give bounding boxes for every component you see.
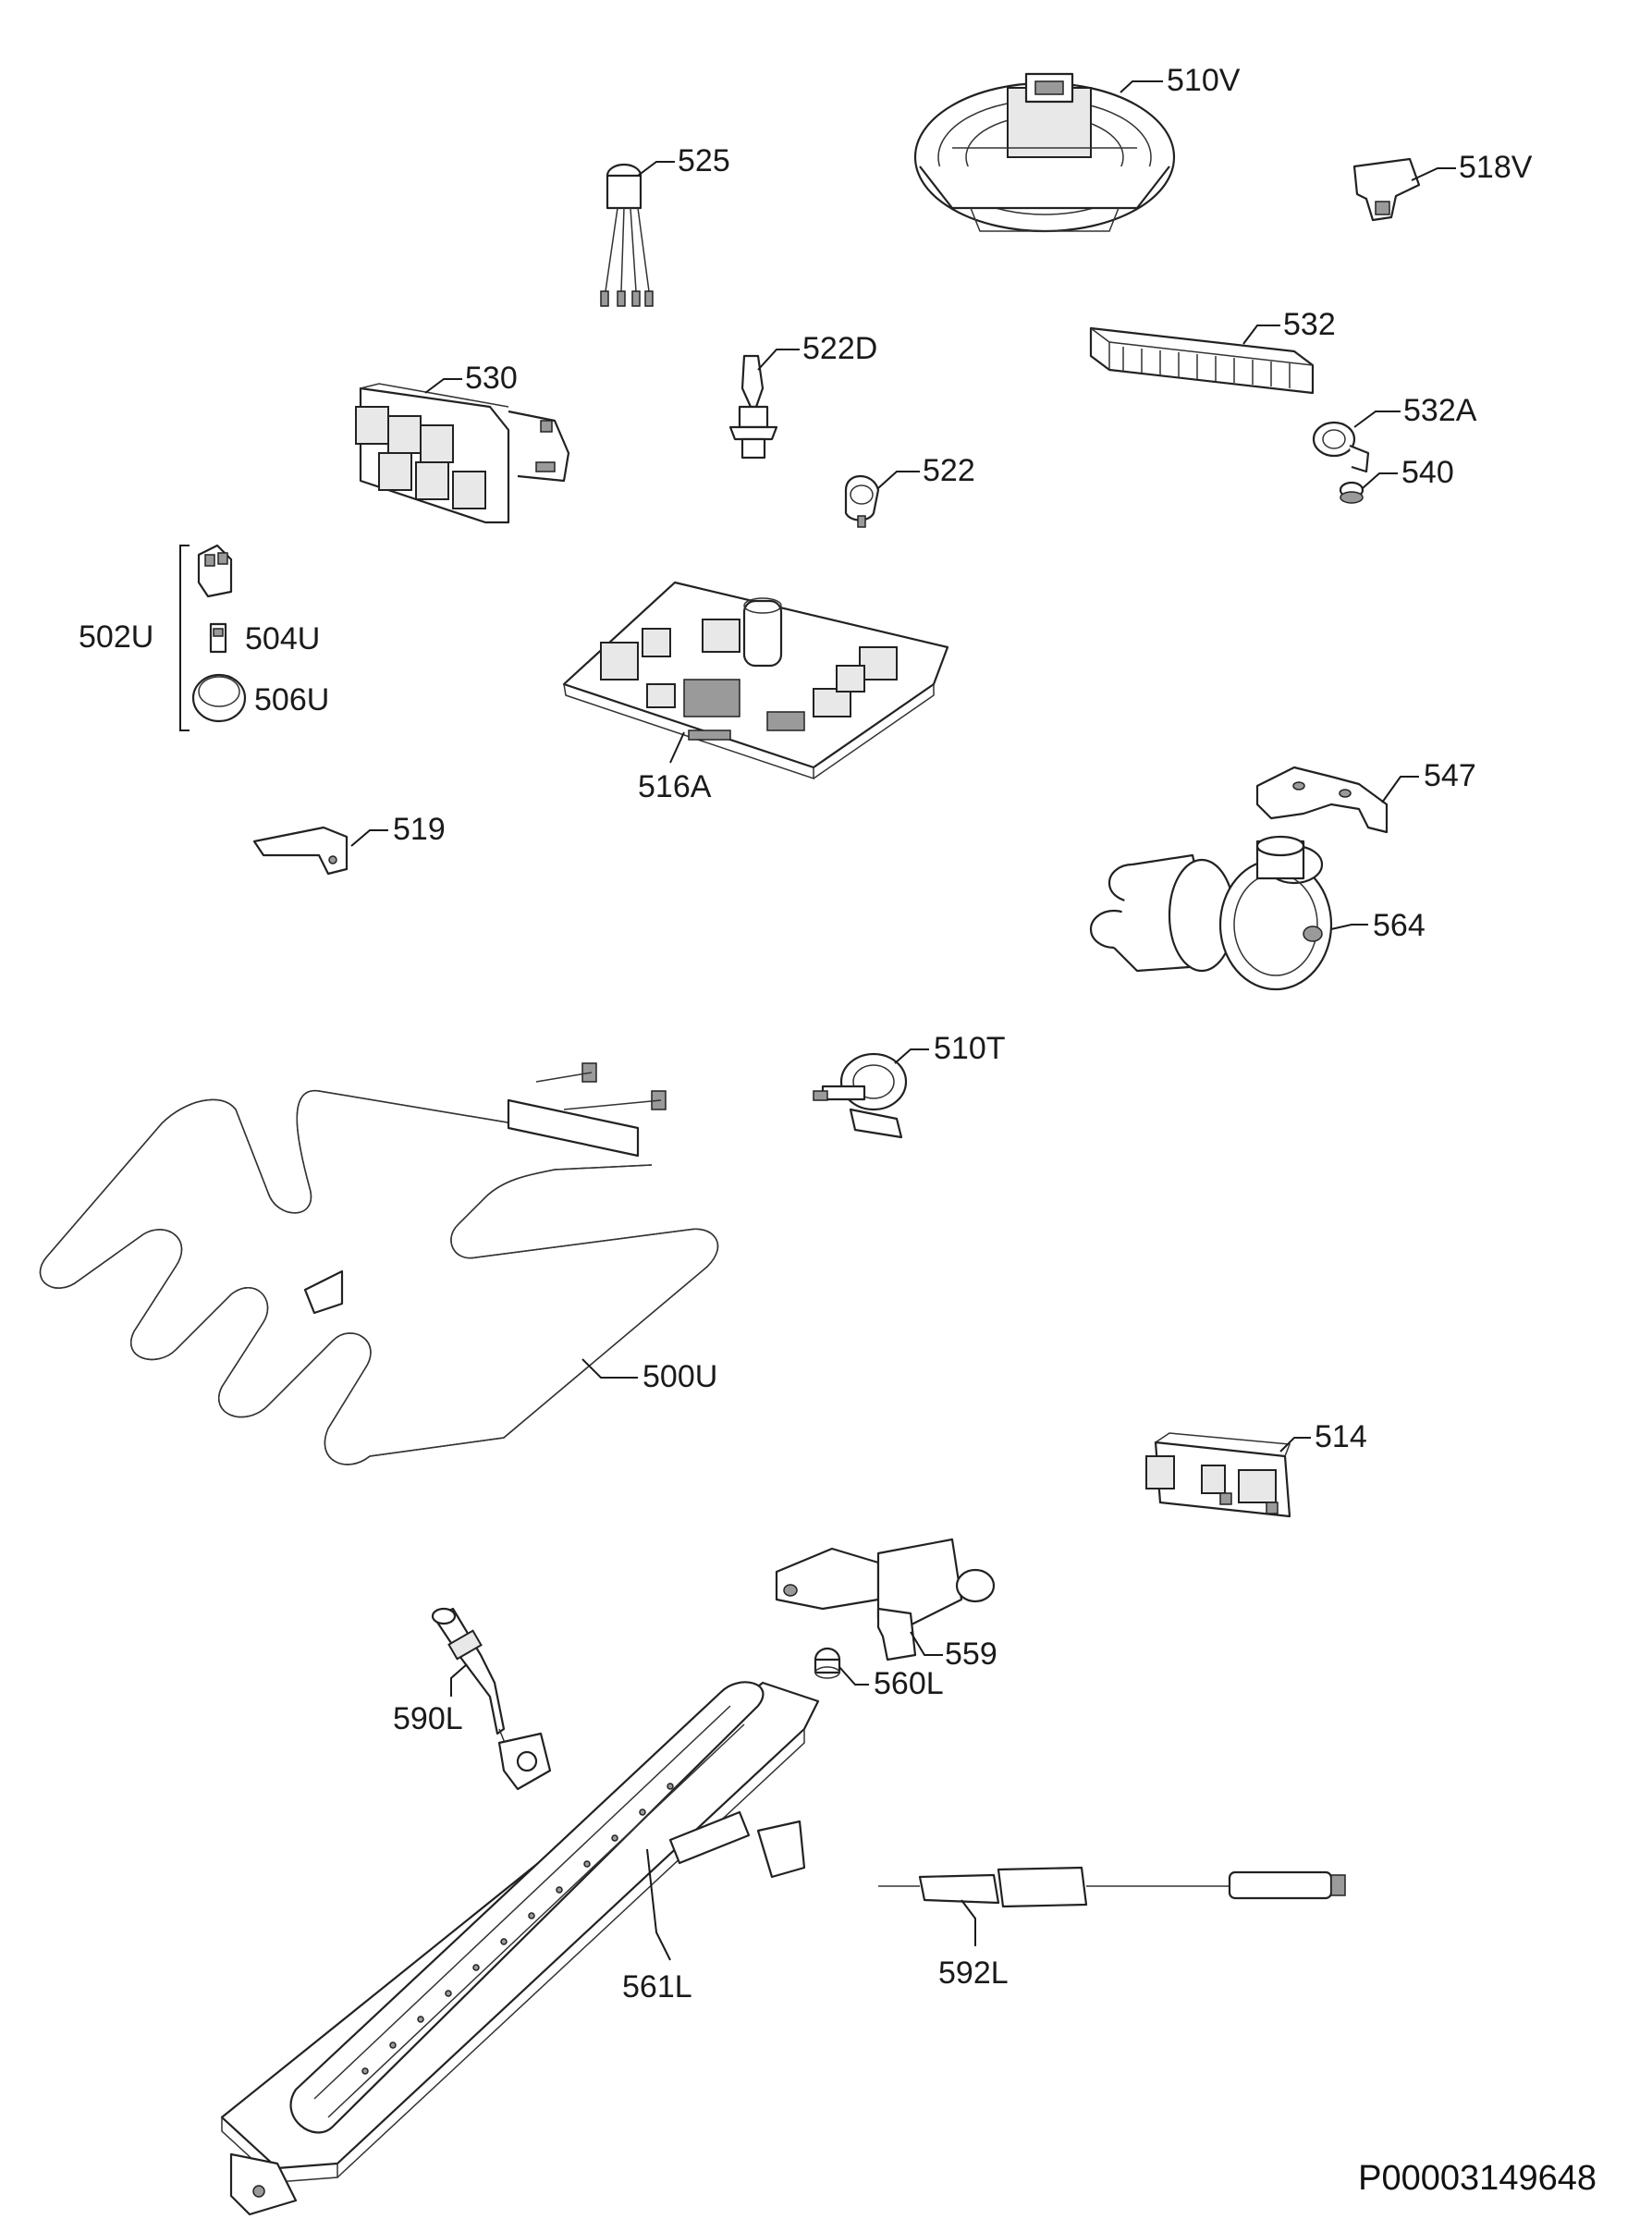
part-514-drawing <box>1145 1432 1291 1518</box>
part-522D-drawing <box>728 354 778 460</box>
label-592L: 592L <box>938 1955 1009 1991</box>
label-504U: 504U <box>245 621 320 656</box>
label-510T: 510T <box>934 1031 1006 1066</box>
part-510T-drawing <box>813 1052 908 1139</box>
part-518V-drawing <box>1352 157 1421 222</box>
part-564-drawing <box>1089 835 1333 991</box>
label-530: 530 <box>465 361 518 396</box>
label-560L: 560L <box>874 1666 944 1701</box>
part-510V-drawing <box>913 72 1176 233</box>
label-510V: 510V <box>1167 63 1241 98</box>
part-561L-drawing <box>220 1681 820 2216</box>
label-519: 519 <box>393 812 446 847</box>
label-547: 547 <box>1424 758 1476 793</box>
part-522-drawing <box>844 475 880 528</box>
part-530-drawing <box>355 383 570 524</box>
part-519-drawing <box>252 826 349 876</box>
diagram-reference-code: P00003149648 <box>1358 2159 1597 2198</box>
part-502U-drawing <box>197 544 233 598</box>
part-540-drawing <box>1339 481 1364 504</box>
label-518V: 518V <box>1459 150 1533 185</box>
label-564: 564 <box>1373 908 1426 943</box>
part-547-drawing <box>1255 766 1389 834</box>
label-516A: 516A <box>638 769 712 804</box>
part-592L-drawing <box>878 1866 1346 1908</box>
label-540: 540 <box>1401 455 1454 490</box>
label-525: 525 <box>678 143 730 178</box>
part-504U-drawing <box>209 622 227 654</box>
label-532A: 532A <box>1403 393 1477 428</box>
label-506U: 506U <box>254 682 329 717</box>
label-532: 532 <box>1283 307 1336 342</box>
label-590L: 590L <box>393 1701 463 1736</box>
label-500U: 500U <box>642 1359 717 1394</box>
label-559: 559 <box>945 1637 997 1672</box>
part-590L-drawing <box>431 1607 508 1748</box>
part-516A-drawing <box>562 581 949 780</box>
label-522: 522 <box>923 453 975 488</box>
part-532-drawing <box>1089 326 1315 395</box>
label-561L: 561L <box>622 1969 692 2004</box>
part-559-drawing <box>775 1538 996 1661</box>
part-532A-drawing <box>1312 421 1370 473</box>
label-522D: 522D <box>802 331 877 366</box>
label-502U: 502U <box>79 619 153 655</box>
label-514: 514 <box>1315 1419 1367 1454</box>
part-500U-drawing <box>39 1062 719 1465</box>
part-506U-drawing <box>191 673 247 723</box>
part-560L-drawing <box>814 1647 841 1679</box>
part-525-drawing <box>600 163 654 307</box>
